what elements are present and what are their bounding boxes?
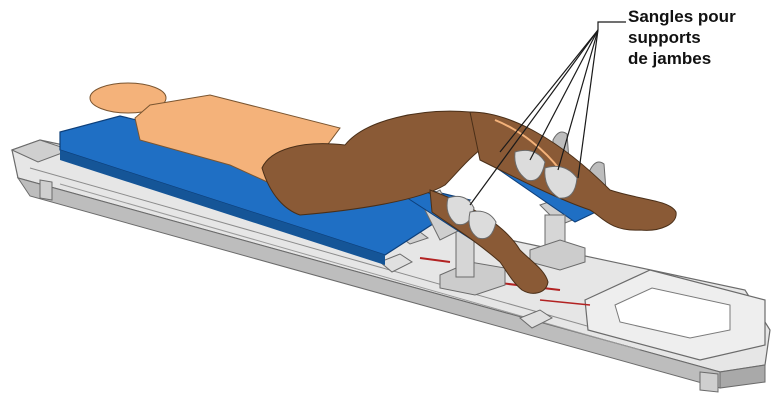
callout-line-3: de jambes: [628, 48, 768, 69]
callout-label: Sangles pour supports de jambes: [628, 6, 768, 69]
callout-line-2: supports: [628, 27, 768, 48]
callout-line-1: Sangles pour: [628, 6, 768, 27]
